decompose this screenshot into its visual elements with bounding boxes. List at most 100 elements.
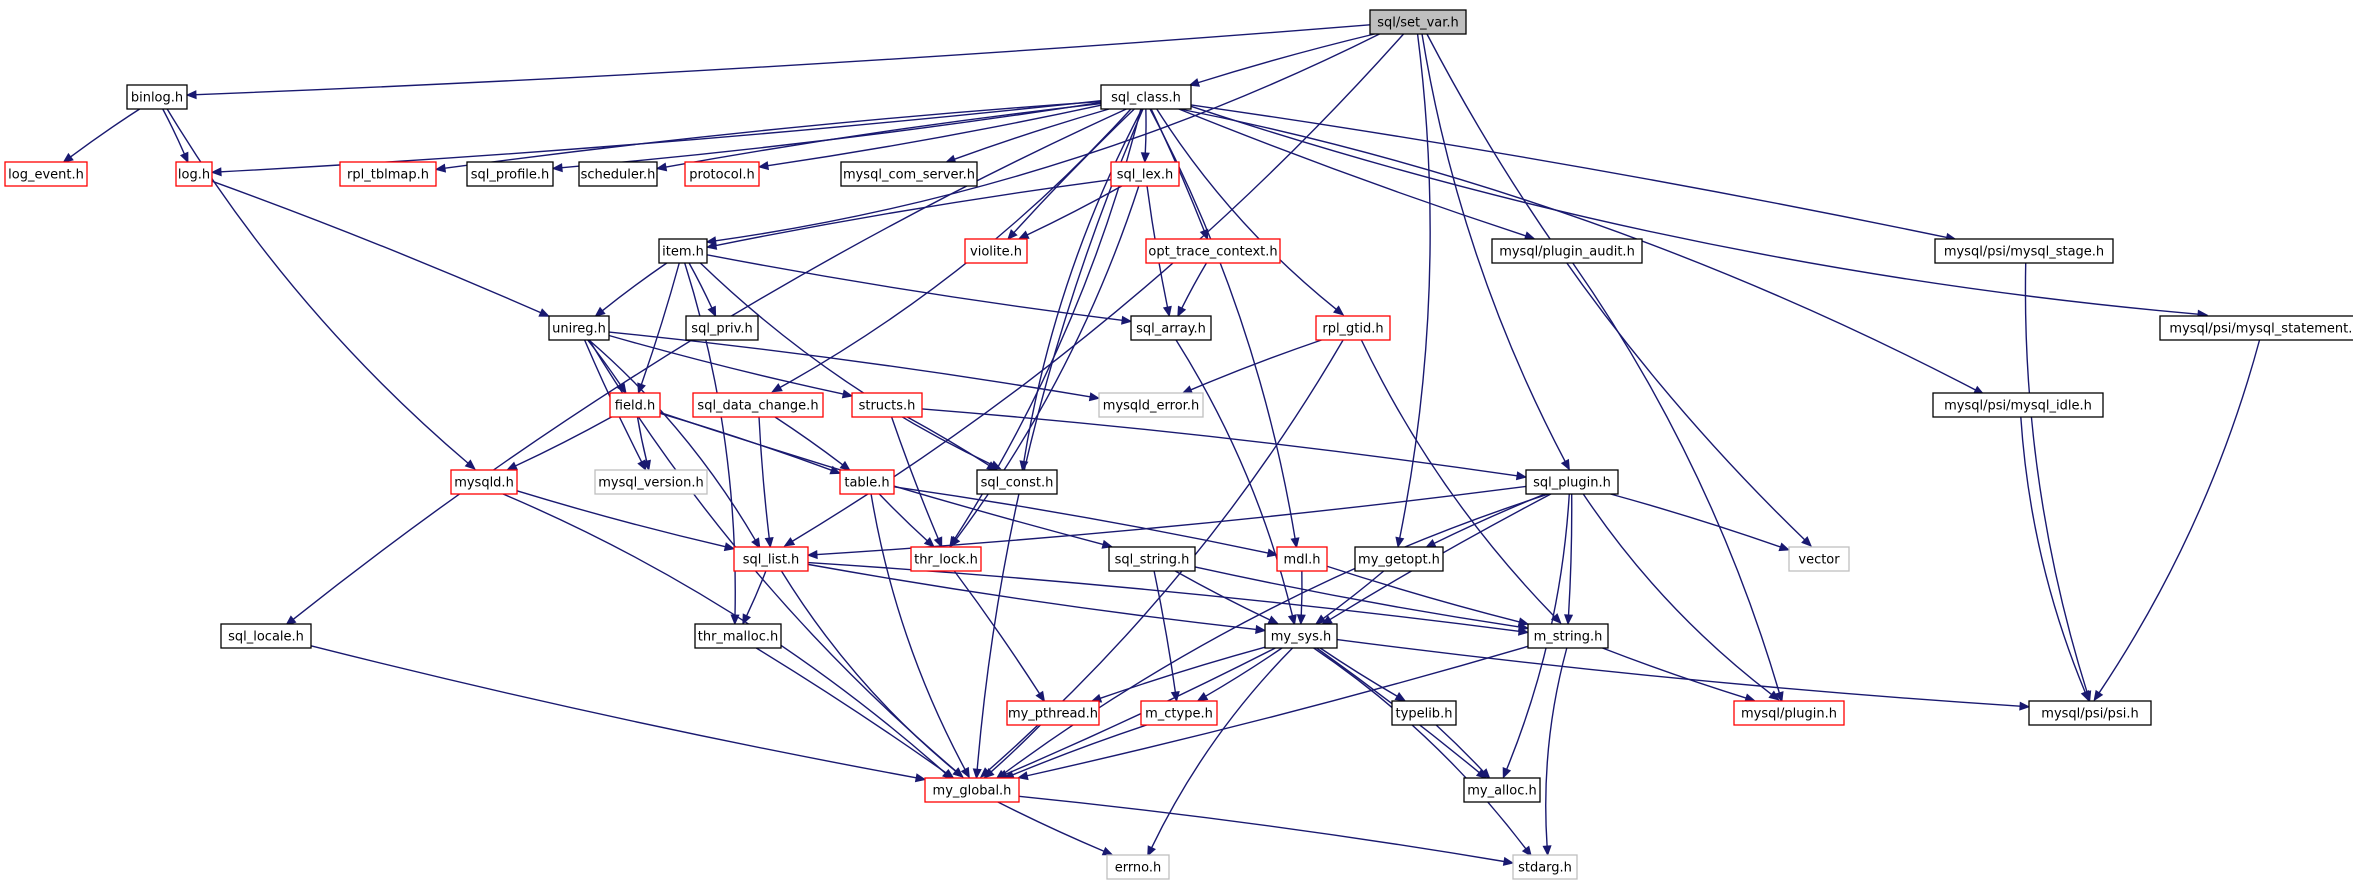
edge-line bbox=[588, 339, 756, 541]
node-unireg[interactable]: unireg.h bbox=[548, 315, 610, 341]
node-sql-list[interactable]: sql_list.h bbox=[733, 546, 809, 572]
node-mysqld-error[interactable]: mysqld_error.h bbox=[1098, 392, 1204, 418]
node-mysql-plugin[interactable]: mysql/plugin.h bbox=[1733, 700, 1845, 726]
edge-sql-locale-to-my-global bbox=[310, 645, 927, 783]
node-mysql-version[interactable]: mysql_version.h bbox=[594, 469, 708, 495]
node-thr-malloc[interactable]: thr_malloc.h bbox=[694, 623, 782, 649]
node-box bbox=[1006, 700, 1100, 726]
node-psi-mysql-idle[interactable]: mysql/psi/mysql_idle.h bbox=[1932, 392, 2104, 418]
node-m-ctype[interactable]: m_ctype.h bbox=[1140, 700, 1218, 726]
node-my-getopt[interactable]: my_getopt.h bbox=[1354, 546, 1444, 572]
node-sql-const[interactable]: sql_const.h bbox=[976, 469, 1058, 495]
edge-my-getopt-to-my-sys bbox=[1315, 570, 1385, 625]
node-item[interactable]: item.h bbox=[658, 238, 708, 264]
node-box bbox=[1100, 84, 1192, 110]
edge-line bbox=[1190, 105, 2199, 315]
node-typelib[interactable]: typelib.h bbox=[1391, 700, 1457, 726]
node-sql-class[interactable]: sql_class.h bbox=[1100, 84, 1192, 110]
edge-m-string-to-my-global bbox=[1017, 645, 1529, 781]
node-sql-data-change[interactable]: sql_data_change.h bbox=[692, 392, 824, 418]
edge-arrowhead bbox=[1287, 614, 1297, 626]
edge-arrowhead bbox=[1550, 613, 1562, 624]
edge-line bbox=[954, 108, 1110, 160]
edge-mysqld-to-sql-list bbox=[516, 490, 736, 552]
edge-line bbox=[1181, 262, 1208, 309]
node-log-event[interactable]: log_event.h bbox=[4, 161, 88, 187]
node-my-global[interactable]: my_global.h bbox=[924, 777, 1020, 803]
node-violite[interactable]: violite.h bbox=[964, 238, 1028, 264]
node-vector[interactable]: vector bbox=[1788, 546, 1850, 572]
node-psi-mysql-statement[interactable]: mysql/psi/mysql_statement.h bbox=[2159, 315, 2353, 341]
node-label: scheduler.h bbox=[581, 168, 656, 183]
edge-line bbox=[1300, 570, 1303, 616]
node-log[interactable]: log.h bbox=[175, 161, 213, 187]
edge-line bbox=[780, 570, 957, 772]
node-stdarg[interactable]: stdarg.h bbox=[1512, 854, 1578, 880]
edge-arrowhead bbox=[1181, 385, 1194, 394]
node-sql-string[interactable]: sql_string.h bbox=[1108, 546, 1196, 572]
edge-arrowhead bbox=[829, 465, 842, 475]
node-label: my_alloc.h bbox=[1467, 784, 1537, 799]
edge-line bbox=[755, 647, 947, 774]
node-binlog[interactable]: binlog.h bbox=[126, 84, 188, 110]
node-my-alloc[interactable]: my_alloc.h bbox=[1463, 777, 1541, 803]
node-errno[interactable]: errno.h bbox=[1106, 854, 1170, 880]
node-field[interactable]: field.h bbox=[609, 392, 661, 418]
edge-arrowhead bbox=[1162, 305, 1172, 318]
node-my-sys[interactable]: my_sys.h bbox=[1264, 623, 1338, 649]
node-table[interactable]: table.h bbox=[839, 469, 895, 495]
node-structs[interactable]: structs.h bbox=[851, 392, 923, 418]
edge-arrowhead bbox=[1502, 856, 1515, 866]
node-rpl-tblmap[interactable]: rpl_tblmap.h bbox=[339, 161, 437, 187]
node-psi[interactable]: mysql/psi/psi.h bbox=[2028, 700, 2152, 726]
node-sql-lex[interactable]: sql_lex.h bbox=[1110, 161, 1180, 187]
node-mysql-com-server[interactable]: mysql_com_server.h bbox=[840, 161, 978, 187]
node-thr-lock[interactable]: thr_lock.h bbox=[910, 546, 982, 572]
node-my-pthread[interactable]: my_pthread.h bbox=[1006, 700, 1100, 726]
edge-arrowhead bbox=[952, 767, 964, 778]
edge-mdl-to-m-string bbox=[1326, 565, 1530, 627]
edge-typelib-to-my-alloc bbox=[1435, 724, 1491, 780]
node-m-string[interactable]: m_string.h bbox=[1527, 623, 1609, 649]
edge-arrowhead bbox=[742, 613, 752, 626]
edge-sql-class-to-scheduler bbox=[655, 102, 1102, 172]
edge-item-to-field bbox=[637, 262, 680, 395]
edge-arrowhead bbox=[1521, 845, 1533, 858]
edge-arrowhead bbox=[1196, 692, 1209, 702]
node-opt-trace-context[interactable]: opt_trace_context.h bbox=[1145, 238, 1281, 264]
node-sql-priv[interactable]: sql_priv.h bbox=[685, 315, 759, 341]
edge-line bbox=[1190, 104, 1947, 239]
edge-set-var-to-my-getopt bbox=[1395, 33, 1431, 549]
edge-line bbox=[1610, 493, 1781, 548]
node-set-var[interactable]: sql/set_var.h bbox=[1369, 9, 1467, 35]
edge-arrowhead bbox=[506, 461, 518, 471]
node-sql-plugin[interactable]: sql_plugin.h bbox=[1525, 469, 1619, 495]
node-mysqld[interactable]: mysqld.h bbox=[450, 469, 518, 495]
node-box bbox=[839, 469, 895, 495]
node-label: mysql_version.h bbox=[598, 476, 703, 491]
edge-arrowhead bbox=[751, 537, 761, 549]
edge-line bbox=[561, 101, 1102, 169]
node-sql-profile[interactable]: sql_profile.h bbox=[466, 161, 554, 187]
node-plugin-audit[interactable]: mysql/plugin_audit.h bbox=[1491, 238, 1643, 264]
edge-arrowhead bbox=[1542, 845, 1552, 857]
edge-line bbox=[878, 493, 928, 542]
edge-line bbox=[602, 262, 668, 312]
edge-item-to-sql-priv bbox=[688, 262, 717, 318]
edge-arrowhead bbox=[185, 90, 197, 100]
edge-arrowhead bbox=[707, 305, 717, 318]
node-sql-locale[interactable]: sql_locale.h bbox=[220, 623, 312, 649]
node-rpl-gtid[interactable]: rpl_gtid.h bbox=[1315, 315, 1391, 341]
node-mdl[interactable]: mdl.h bbox=[1276, 546, 1328, 572]
node-sql-array[interactable]: sql_array.h bbox=[1130, 315, 1212, 341]
edge-line bbox=[715, 178, 1112, 247]
node-box bbox=[1733, 700, 1845, 726]
node-protocol[interactable]: protocol.h bbox=[684, 161, 760, 187]
edge-line bbox=[1156, 108, 1337, 310]
node-box bbox=[684, 161, 760, 187]
node-box bbox=[685, 315, 759, 341]
node-scheduler[interactable]: scheduler.h bbox=[578, 161, 658, 187]
edge-line bbox=[1326, 565, 1520, 623]
edge-arrowhead bbox=[1267, 615, 1280, 625]
node-psi-mysql-stage[interactable]: mysql/psi/mysql_stage.h bbox=[1934, 238, 2114, 264]
